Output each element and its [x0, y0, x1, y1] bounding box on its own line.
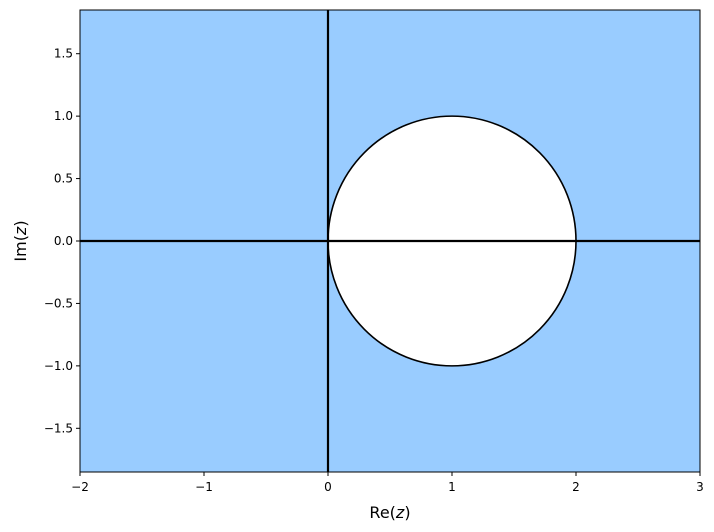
plot-area	[79, 9, 701, 473]
y-axis-label-var: z	[11, 226, 30, 236]
x-tick-label: 3	[696, 480, 704, 494]
y-tick-label: 0.0	[54, 234, 73, 248]
x-axis-label: Re(z)	[369, 503, 410, 522]
x-tick-label: −1	[195, 480, 213, 494]
x-axis-label-prefix: Re(	[369, 503, 395, 522]
y-tick-label: −1.5	[44, 421, 73, 435]
y-tick-label: 1.5	[54, 47, 73, 61]
y-tick-group: −1.5 −1.0 −0.5 0.0 0.5 1.0 1.5	[44, 47, 80, 435]
y-axis-label-suffix: )	[11, 220, 30, 226]
y-tick-label: −1.0	[44, 359, 73, 373]
x-axis-label-suffix: )	[404, 503, 410, 522]
x-tick-group: −2 −1 0 1 2 3	[71, 472, 704, 494]
y-tick-label: 1.0	[54, 109, 73, 123]
y-axis-label: Im(z)	[11, 220, 30, 261]
x-axis-label-var: z	[395, 503, 405, 522]
x-tick-label: 0	[324, 480, 332, 494]
x-tick-label: 1	[448, 480, 456, 494]
x-tick-label: −2	[71, 480, 89, 494]
x-tick-label: 2	[572, 480, 580, 494]
y-axis-label-prefix: Im(	[11, 235, 30, 262]
y-tick-label: 0.5	[54, 172, 73, 186]
y-tick-label: −0.5	[44, 296, 73, 310]
